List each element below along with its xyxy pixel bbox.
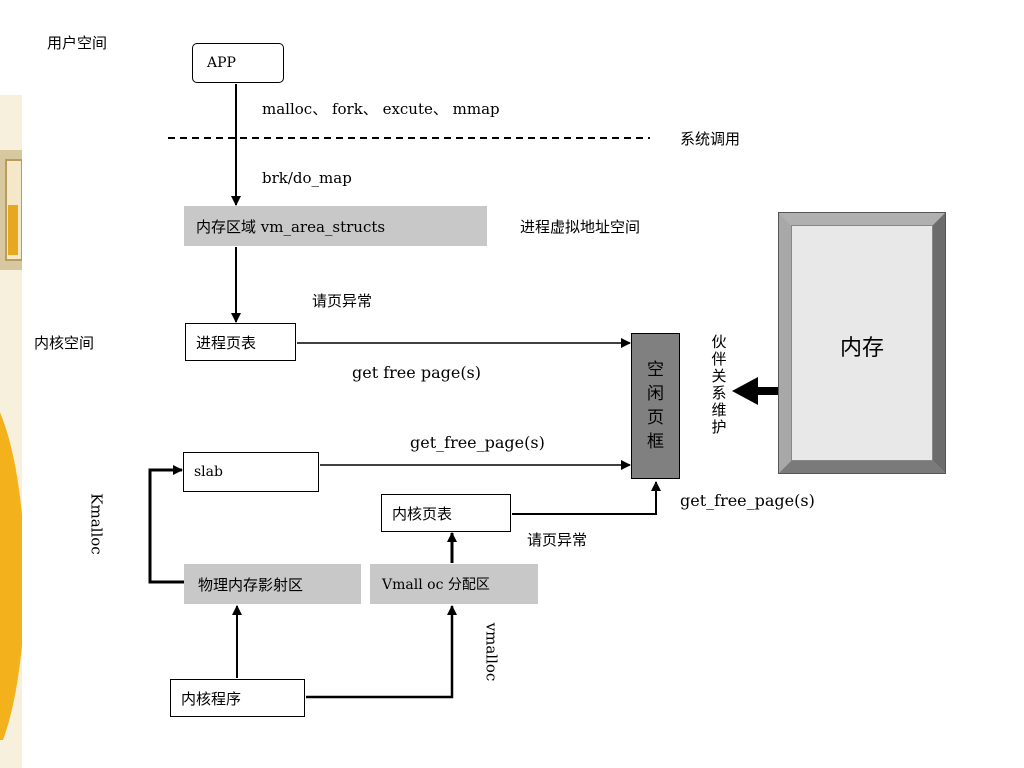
brk-do-map-label: brk/do_map xyxy=(262,169,352,187)
page-fault-label-2: 请页异常 xyxy=(527,531,588,549)
memory-frame: 内存 xyxy=(778,212,946,474)
kernel-page-table-box: 内核页表 xyxy=(381,494,511,532)
process-page-table-box: 进程页表 xyxy=(185,323,296,361)
page-fault-label-1: 请页异常 xyxy=(312,292,373,310)
app-box: APP xyxy=(192,43,284,83)
arrow-kpt-to-frames xyxy=(512,481,661,515)
kernel-space-label: 内核空间 xyxy=(34,334,95,352)
vmalloc-label: vmalloc xyxy=(482,622,501,682)
get-free-pages-label-2: get_free_page(s) xyxy=(410,433,545,452)
phys-map-box: 物理内存影射区 xyxy=(184,564,361,604)
vm-area-box: 内存区域 vm_area_structs xyxy=(184,206,487,246)
syscall-label: 系统调用 xyxy=(680,130,741,148)
process-virtual-space-label: 进程虚拟地址空间 xyxy=(520,218,641,236)
arrow-kprog-to-vmalloc xyxy=(306,605,457,699)
arrow-physmap-to-slab xyxy=(148,465,184,584)
free-page-frames-box: 空 闲 页 框 xyxy=(631,333,680,479)
get-free-pages-label-3: get_free_page(s) xyxy=(680,491,815,510)
left-decoration xyxy=(0,0,22,768)
memory-label: 内存 xyxy=(839,336,884,361)
kernel-program-box: 内核程序 xyxy=(170,679,305,717)
slab-box: slab xyxy=(183,452,319,492)
memory-box: 内存 xyxy=(791,225,933,461)
user-space-label: 用户空间 xyxy=(47,34,108,52)
syscall-functions-label: malloc、 fork、 excute、 mmap xyxy=(262,100,500,118)
buddy-system-label: 伙 伴 关 系 维 护 xyxy=(711,333,727,436)
vmalloc-area-box: Vmall oc 分配区 xyxy=(370,564,538,604)
kmalloc-label: Kmalloc xyxy=(87,493,106,555)
get-free-pages-label-1: get free page(s) xyxy=(352,363,482,382)
